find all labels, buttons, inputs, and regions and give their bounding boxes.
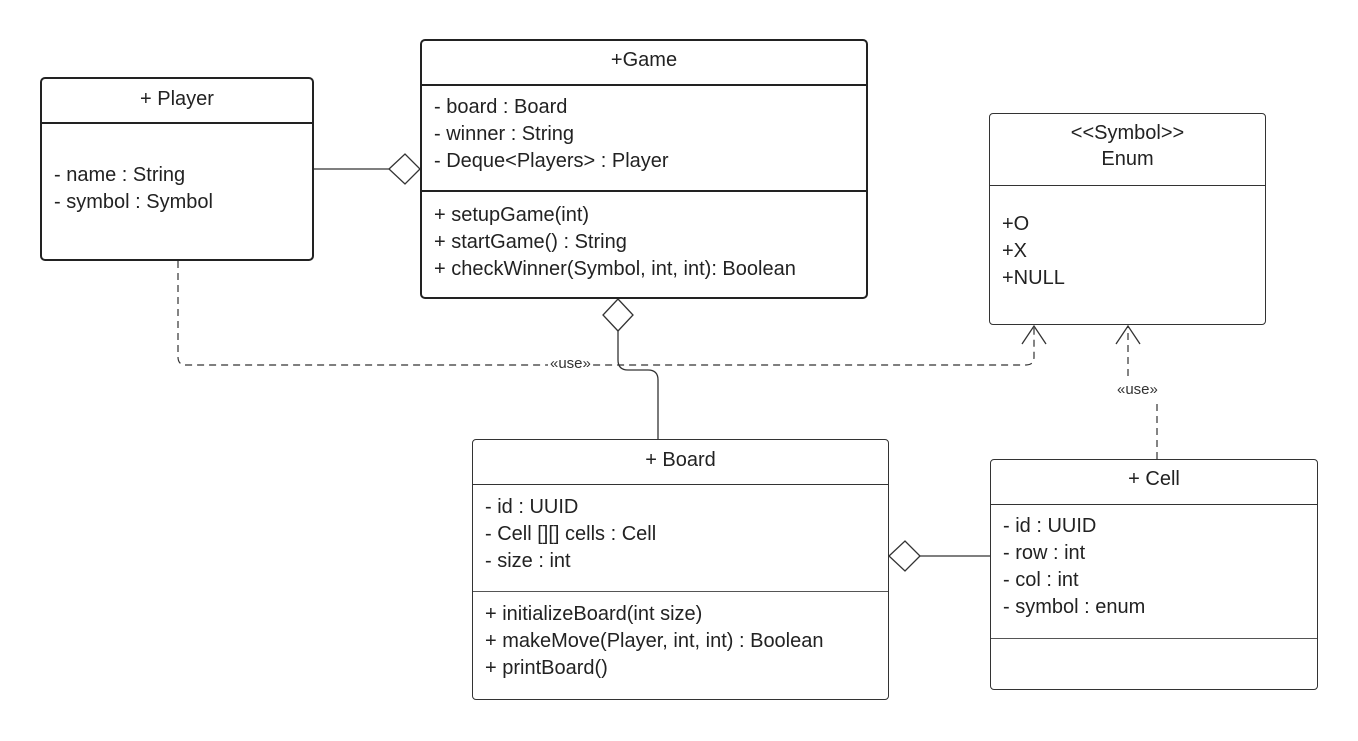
symbol-enum-name: Enum [1101,148,1154,170]
class-cell[interactable]: + Cell - id : UUID - row : int - col : i… [990,459,1318,690]
cell-symbol-arrowhead [1115,324,1141,345]
cell-attribute-col: - col : int [1003,569,1079,591]
class-game-attributes: - board : Board - winner : String - Dequ… [422,86,866,192]
player-attribute-name: - name : String [54,164,186,186]
board-attribute-id: - id : UUID [485,496,579,518]
board-operation-make-move: + makeMove(Player, int, int) : Boolean [485,630,824,652]
use-label-player-symbol: «use» [548,355,593,372]
class-symbol-enum[interactable]: <<Symbol>> Enum +O +X +NULL [989,113,1266,325]
board-operation-initialize: + initializeBoard(int size) [485,603,703,625]
class-symbol-literals: +O +X +NULL [990,186,1265,292]
class-player-name: + Player [42,79,312,124]
class-board-operations: + initializeBoard(int size) + makeMove(P… [473,592,888,682]
game-board-aggregation-line [617,331,659,439]
cell-attribute-symbol: - symbol : enum [1003,596,1146,618]
player-symbol-dependency-line [177,261,1035,366]
player-game-aggregation-diamond [388,153,421,185]
class-cell-attributes: - id : UUID - row : int - col : int - sy… [991,505,1317,639]
cell-board-aggregation-diamond [888,540,921,572]
board-attribute-cells: - Cell [][] cells : Cell [485,523,657,545]
symbol-literal-o: +O [1002,213,1030,235]
symbol-literal-x: +X [1002,240,1028,262]
cell-attribute-id: - id : UUID [1003,515,1097,537]
game-attribute-winner: - winner : String [434,123,575,145]
game-attribute-players: - Deque<Players> : Player [434,150,669,172]
board-attribute-size: - size : int [485,550,571,572]
symbol-stereotype: <<Symbol>> [1070,122,1185,144]
game-operation-check-winner: + checkWinner(Symbol, int, int): Boolean [434,258,796,280]
class-player-attributes: - name : String - symbol : Symbol [42,124,312,216]
class-game-name: +Game [422,41,866,86]
game-operation-start: + startGame() : String [434,231,627,253]
game-operation-setup: + setupGame(int) [434,204,590,226]
class-cell-name: + Cell [991,460,1317,505]
class-symbol-header: <<Symbol>> Enum [990,114,1265,186]
class-game[interactable]: +Game - board : Board - winner : String … [420,39,868,299]
symbol-literal-null: +NULL [1002,267,1065,289]
class-board-name: + Board [473,440,888,485]
class-board-attributes: - id : UUID - Cell [][] cells : Cell - s… [473,485,888,592]
cell-attribute-row: - row : int [1003,542,1086,564]
player-attribute-symbol: - symbol : Symbol [54,191,213,213]
class-player[interactable]: + Player - name : String - symbol : Symb… [40,77,314,261]
class-board[interactable]: + Board - id : UUID - Cell [][] cells : … [472,439,889,700]
class-game-operations: + setupGame(int) + startGame() : String … [422,192,866,283]
use-label-cell-symbol: «use» [1115,381,1160,398]
player-symbol-arrowhead [1021,324,1047,345]
game-board-aggregation-diamond [602,298,634,332]
board-operation-print: + printBoard() [485,657,608,679]
game-attribute-board: - board : Board [434,96,568,118]
